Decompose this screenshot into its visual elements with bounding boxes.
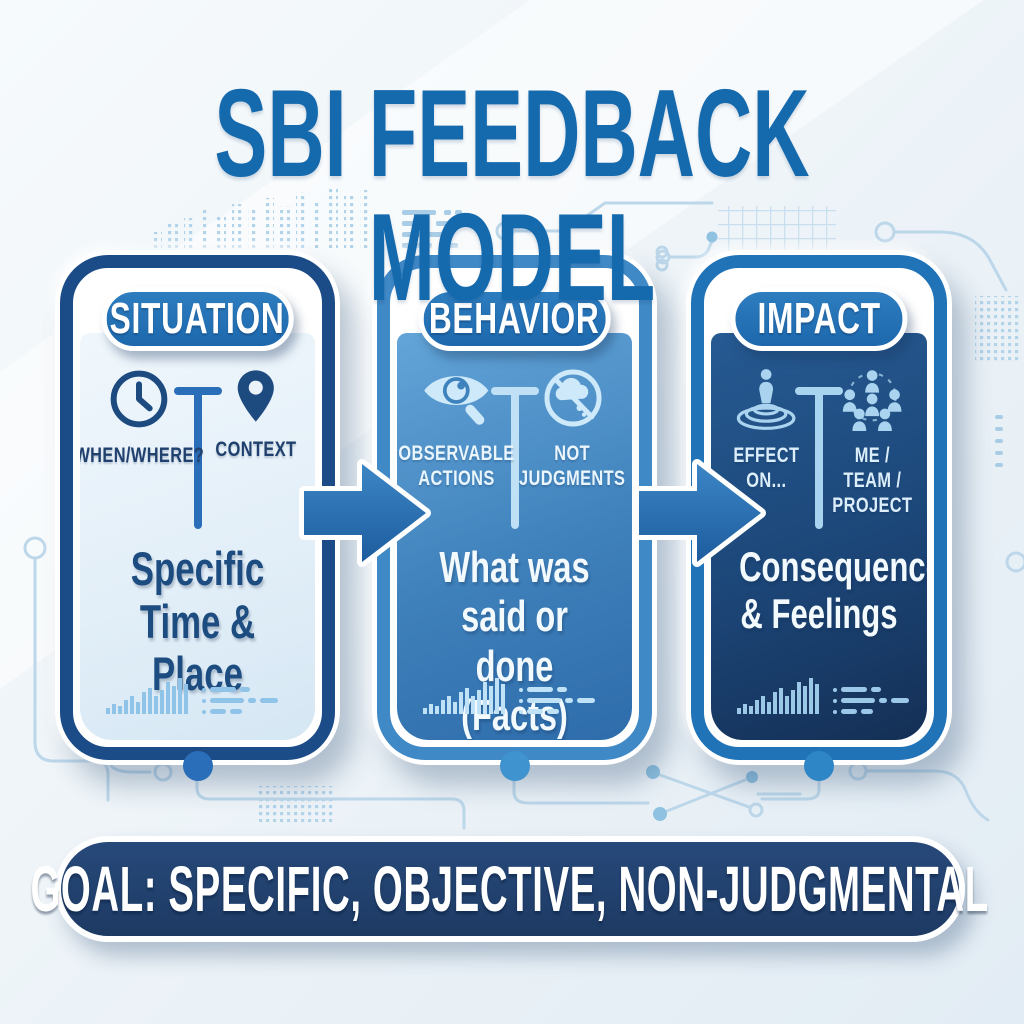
no-judgments-icon [544, 369, 602, 427]
circuit-traces [23, 201, 1024, 830]
mini-chart-decor [106, 672, 278, 714]
label-me-team-project: ME / TEAM / PROJECT [831, 444, 913, 517]
arrow-behavior-to-impact [634, 459, 766, 567]
situation-when-cell: WHEN/WHERE? [80, 367, 204, 469]
dots-decor-bottom [258, 786, 336, 822]
mini-chart-decor [737, 672, 909, 714]
dash-list-decor [402, 210, 462, 248]
label-not-judgments: NOT JUDGMENTS [519, 442, 626, 490]
label-context: CONTEXT [215, 438, 297, 461]
situation-context-cell: CONTEXT [204, 367, 307, 469]
equalizer-dots [152, 186, 370, 248]
circuit-nodes [646, 231, 758, 821]
mini-chart-decor [423, 672, 595, 714]
goal-banner-text: GOAL: SPECIFIC, OBJECTIVE, NON-JUDGMENTA… [30, 853, 990, 925]
clock-icon [111, 370, 168, 428]
eye-magnifier-icon [424, 376, 489, 425]
ripple-effect-icon [736, 369, 796, 430]
page-title: SBI FEEDBACK MODEL [214, 65, 810, 327]
goal-banner: GOAL: SPECIFIC, OBJECTIVE, NON-JUDGMENTA… [31, 836, 989, 942]
connector-node [499, 751, 530, 781]
location-pin-icon [237, 370, 274, 422]
card-situation-border: SITUATION WHEN/WHERE? CONTEXT [60, 255, 335, 760]
team-icon [842, 370, 902, 431]
behavior-not-judgments-cell: NOT JUDGMENTS [519, 367, 626, 492]
impact-team-cell: ME / TEAM / PROJECT [825, 367, 919, 518]
grid-decor-top [718, 206, 836, 252]
dash-column-right [995, 415, 1003, 467]
arrow-situation-to-behavior [299, 459, 431, 567]
label-when-where: WHEN/WHERE? [80, 444, 205, 467]
connector-node [182, 751, 213, 781]
dots-decor-right [975, 296, 1022, 362]
connector-node [804, 751, 834, 781]
